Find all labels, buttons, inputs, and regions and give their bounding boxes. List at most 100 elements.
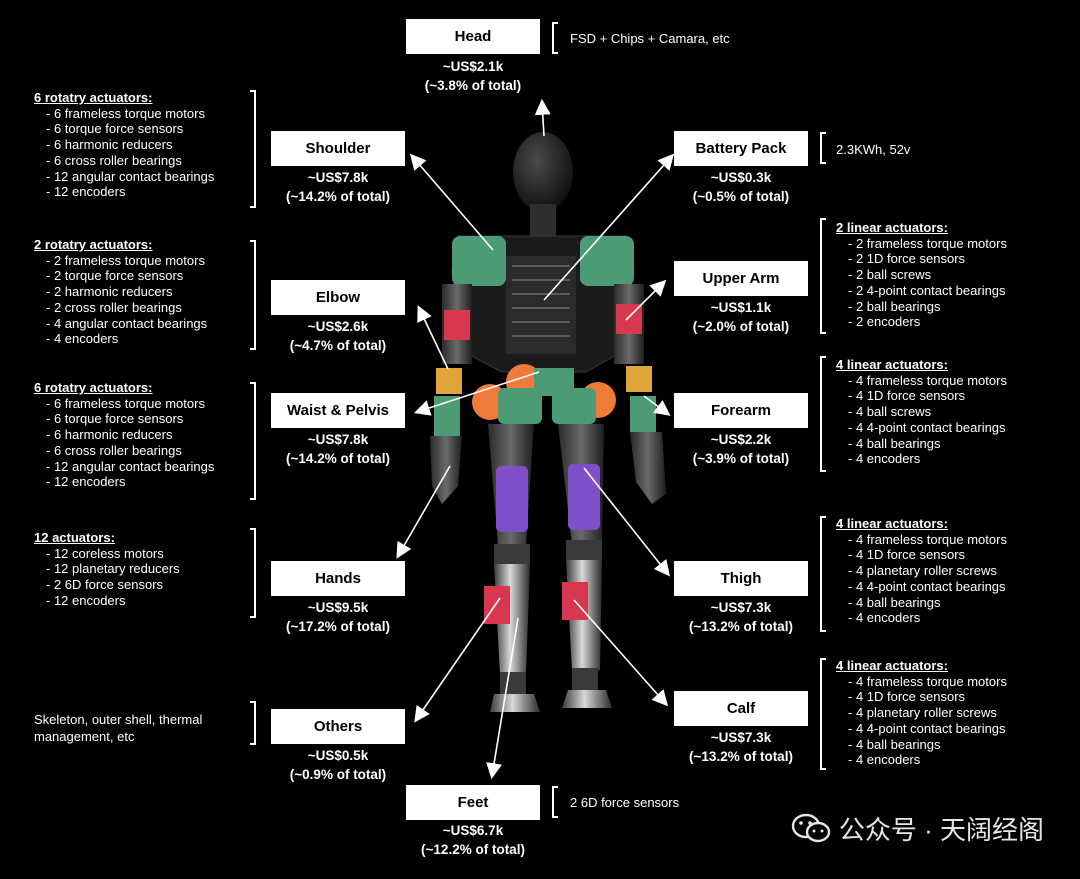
calf-cost-share: (~13.2% of total) xyxy=(674,747,808,766)
thigh-spec-item: - 4 planetary roller screws xyxy=(836,563,1007,579)
thigh-cost-value: ~US$7.3k xyxy=(674,598,808,617)
shoulder-spec-item: - 12 angular contact bearings xyxy=(34,169,214,185)
watermark-text: 公众号 · 天阔经阁 xyxy=(839,810,1044,847)
wechat-icon xyxy=(791,812,831,846)
waist-brace xyxy=(250,382,256,500)
elbow-spec-item: - 2 frameless torque motors xyxy=(34,253,207,269)
elbow-cost-value: ~US$2.6k xyxy=(271,317,405,336)
elbow-spec-item: - 2 harmonic reducers xyxy=(34,284,207,300)
upper-arm-spec-item: - 2 4-point contact bearings xyxy=(836,283,1007,299)
hands-spec-item: - 2 6D force sensors xyxy=(34,577,180,593)
forearm-spec: 4 linear actuators: - 4 frameless torque… xyxy=(836,357,1007,467)
battery-cost: ~US$0.3k (~0.5% of total) xyxy=(674,168,808,206)
upper-arm-cost-value: ~US$1.1k xyxy=(674,298,808,317)
waist-spec-item: - 6 frameless torque motors xyxy=(34,396,214,412)
shoulder-spec-item: - 6 harmonic reducers xyxy=(34,137,214,153)
thigh-spec-item: - 4 ball bearings xyxy=(836,595,1007,611)
waist-spec-item: - 6 cross roller bearings xyxy=(34,443,214,459)
battery-label: Battery Pack xyxy=(674,131,808,166)
elbow-cost-share: (~4.7% of total) xyxy=(271,336,405,355)
waist-spec-item: - 6 harmonic reducers xyxy=(34,427,214,443)
upper-arm-spec-item: - 2 ball screws xyxy=(836,267,1007,283)
calf-brace xyxy=(820,658,826,770)
hands-spec: 12 actuators: - 12 coreless motors - 12 … xyxy=(34,530,180,609)
arrow-feet xyxy=(492,618,518,776)
head-cost: ~US$2.1k (~3.8% of total) xyxy=(406,57,540,95)
calf-cost-value: ~US$7.3k xyxy=(674,728,808,747)
arrow-battery xyxy=(544,156,672,300)
battery-brace xyxy=(820,132,826,164)
upper-arm-spec: 2 linear actuators: - 2 frameless torque… xyxy=(836,220,1007,330)
shoulder-spec: 6 rotatry actuators: - 6 frameless torqu… xyxy=(34,90,214,200)
forearm-label: Forearm xyxy=(674,393,808,428)
thigh-spec-header: 4 linear actuators: xyxy=(836,516,1007,532)
hands-brace xyxy=(250,528,256,618)
calf-spec-item: - 4 frameless torque motors xyxy=(836,674,1007,690)
forearm-spec-item: - 4 4-point contact bearings xyxy=(836,420,1007,436)
others-cost: ~US$0.5k (~0.9% of total) xyxy=(271,746,405,784)
waist-spec: 6 rotatry actuators: - 6 frameless torqu… xyxy=(34,380,214,490)
shoulder-spec-item: - 12 encoders xyxy=(34,184,214,200)
head-brace xyxy=(552,22,558,54)
shoulder-spec-header: 6 rotatry actuators: xyxy=(34,90,214,106)
shoulder-spec-item: - 6 cross roller bearings xyxy=(34,153,214,169)
arrow-shoulder xyxy=(412,156,493,250)
upper-arm-cost: ~US$1.1k (~2.0% of total) xyxy=(674,298,808,336)
arrow-head xyxy=(542,102,544,136)
calf-spec-item: - 4 ball bearings xyxy=(836,737,1007,753)
elbow-spec: 2 rotatry actuators: - 2 frameless torqu… xyxy=(34,237,207,347)
shoulder-cost-value: ~US$7.8k xyxy=(271,168,405,187)
battery-note: 2.3KWh, 52v xyxy=(836,141,910,158)
upper-arm-spec-header: 2 linear actuators: xyxy=(836,220,1007,236)
battery-cost-value: ~US$0.3k xyxy=(674,168,808,187)
arrow-waist xyxy=(417,372,539,412)
upper-arm-spec-item: - 2 encoders xyxy=(836,314,1007,330)
upper-arm-spec-item: - 2 frameless torque motors xyxy=(836,236,1007,252)
shoulder-cost: ~US$7.8k (~14.2% of total) xyxy=(271,168,405,206)
forearm-spec-item: - 4 frameless torque motors xyxy=(836,373,1007,389)
waist-cost-value: ~US$7.8k xyxy=(271,430,405,449)
thigh-spec-item: - 4 encoders xyxy=(836,610,1007,626)
waist-spec-item: - 12 encoders xyxy=(34,474,214,490)
head-note: FSD + Chips + Camara, etc xyxy=(570,30,730,47)
hands-cost-share: (~17.2% of total) xyxy=(271,617,405,636)
waist-spec-item: - 6 torque force sensors xyxy=(34,411,214,427)
hands-label: Hands xyxy=(271,561,405,596)
forearm-spec-header: 4 linear actuators: xyxy=(836,357,1007,373)
arrow-calf xyxy=(574,600,666,704)
shoulder-spec-item: - 6 frameless torque motors xyxy=(34,106,214,122)
shoulder-cost-share: (~14.2% of total) xyxy=(271,187,405,206)
upper-arm-brace xyxy=(820,218,826,334)
arrow-forearm xyxy=(644,396,668,414)
calf-spec-item: - 4 encoders xyxy=(836,752,1007,768)
thigh-cost: ~US$7.3k (~13.2% of total) xyxy=(674,598,808,636)
waist-spec-item: - 12 angular contact bearings xyxy=(34,459,214,475)
forearm-spec-item: - 4 ball screws xyxy=(836,404,1007,420)
head-label: Head xyxy=(406,19,540,54)
thigh-brace xyxy=(820,516,826,632)
forearm-spec-item: - 4 1D force sensors xyxy=(836,388,1007,404)
watermark: 公众号 · 天阔经阁 xyxy=(791,810,1044,847)
arrow-hands xyxy=(398,466,450,556)
elbow-brace xyxy=(250,240,256,350)
hands-cost-value: ~US$9.5k xyxy=(271,598,405,617)
elbow-spec-header: 2 rotatry actuators: xyxy=(34,237,207,253)
calf-spec-item: - 4 1D force sensors xyxy=(836,689,1007,705)
battery-cost-share: (~0.5% of total) xyxy=(674,187,808,206)
hands-cost: ~US$9.5k (~17.2% of total) xyxy=(271,598,405,636)
hands-spec-item: - 12 coreless motors xyxy=(34,546,180,562)
feet-label: Feet xyxy=(406,785,540,820)
head-cost-share: (~3.8% of total) xyxy=(406,76,540,95)
elbow-cost: ~US$2.6k (~4.7% of total) xyxy=(271,317,405,355)
thigh-spec-item: - 4 1D force sensors xyxy=(836,547,1007,563)
calf-label: Calf xyxy=(674,691,808,726)
arrow-thigh xyxy=(584,468,668,574)
forearm-cost-share: (~3.9% of total) xyxy=(674,449,808,468)
hands-spec-header: 12 actuators: xyxy=(34,530,180,546)
others-cost-value: ~US$0.5k xyxy=(271,746,405,765)
waist-cost: ~US$7.8k (~14.2% of total) xyxy=(271,430,405,468)
others-note: Skeleton, outer shell, thermal managemen… xyxy=(34,711,234,745)
shoulder-brace xyxy=(250,90,256,208)
upper-arm-spec-item: - 2 1D force sensors xyxy=(836,251,1007,267)
elbow-label: Elbow xyxy=(271,280,405,315)
